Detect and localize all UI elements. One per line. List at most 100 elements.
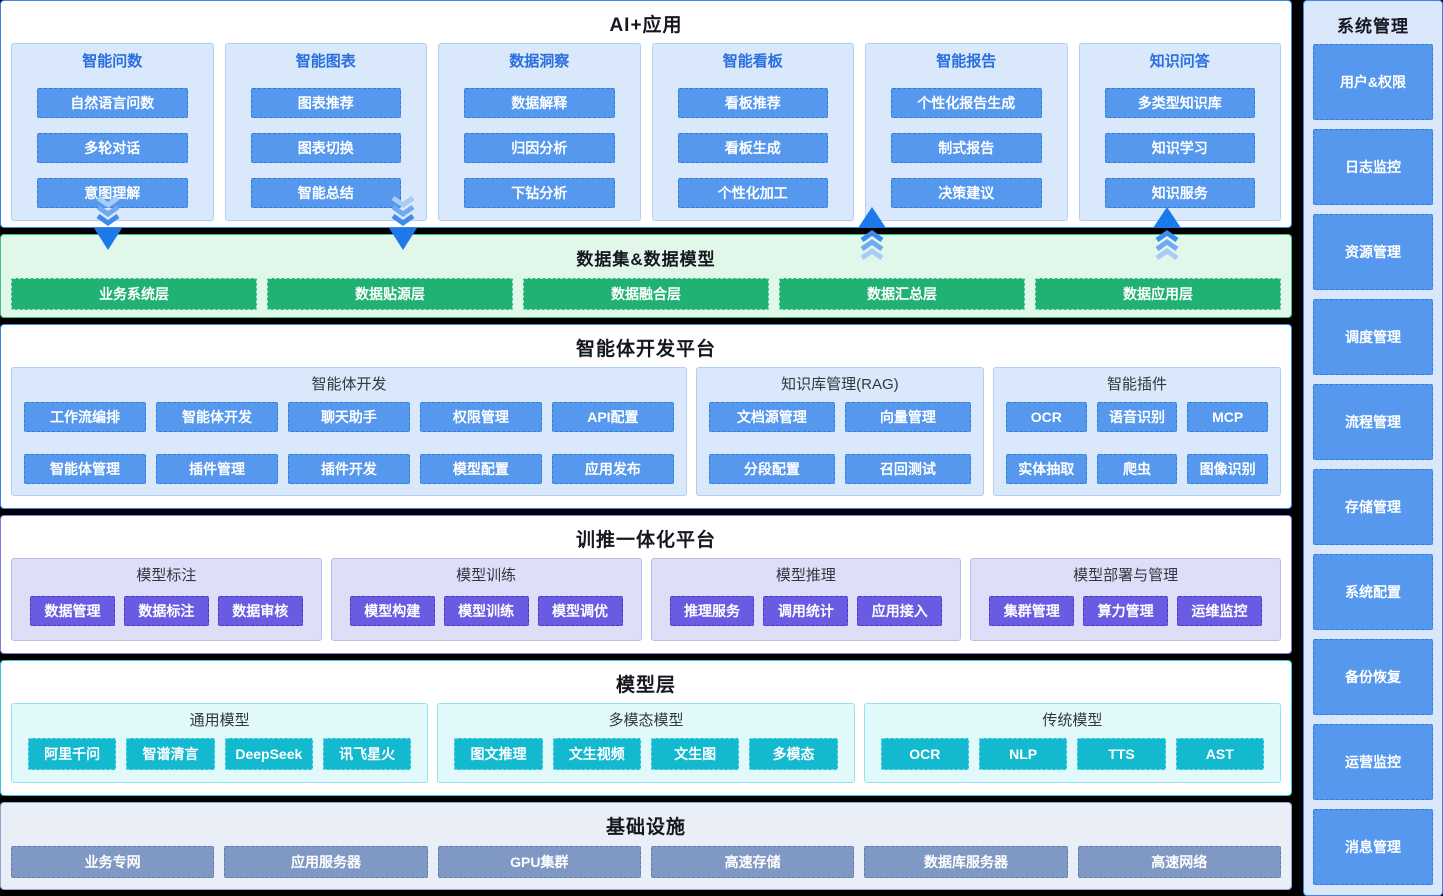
layer-training-platform: 训推一体化平台 模型标注数据管理数据标注数据审核模型训练模型构建模型训练模型调优… (0, 515, 1292, 655)
agent-feature-item: 语音识别 (1096, 402, 1178, 433)
agent-feature-item: 智能体开发 (155, 402, 278, 433)
agent-feature-item: 实体抽取 (1005, 454, 1087, 485)
training-feature-item: 调用统计 (763, 596, 849, 627)
agent-feature-item: MCP (1187, 402, 1268, 433)
layer-title-model-layer: 模型层 (615, 675, 676, 697)
agent-feature-item: 聊天助手 (287, 402, 410, 433)
system-mgmt-item: 资源管理 (1313, 214, 1433, 290)
model-item: TTS (1077, 738, 1166, 771)
ai-app-column: 数据洞察数据解释归因分析下钻分析 (438, 43, 641, 221)
section-title: 模型标注 (136, 567, 197, 585)
model-item: OCR (880, 738, 969, 771)
training-section: 模型标注数据管理数据标注数据审核 (11, 558, 322, 642)
section-items: 数据管理数据标注数据审核 (24, 593, 309, 629)
section-items: 集群管理算力管理运维监控 (983, 593, 1268, 629)
system-mgmt-item: 流程管理 (1313, 384, 1433, 460)
ai-app-column: 智能问数自然语言问数多轮对话意图理解 (11, 43, 214, 221)
layer-ai-apps: AI+应用 智能问数自然语言问数多轮对话意图理解智能图表图表推荐图表切换智能总结… (0, 0, 1292, 228)
ai-feature-item: 看板生成 (677, 133, 828, 163)
section-grid: 文档源管理向量管理分段配置召回测试 (708, 402, 971, 485)
section-title: 智能体开发 (311, 376, 387, 394)
model-section: 传统模型 OCR NLP TTS AST (863, 703, 1281, 783)
model-item: AST (1175, 738, 1264, 771)
ai-app-column: 智能看板看板推荐看板生成个性化加工 (651, 43, 854, 221)
infrastructure-item: 数据库服务器 (864, 845, 1068, 878)
ai-app-column: 智能图表图表推荐图表切换智能总结 (224, 43, 427, 221)
sidebar-title: 系统管理 (1337, 17, 1409, 36)
ai-column-title: 智能报告 (936, 53, 997, 70)
agent-section: 知识库管理(RAG) 文档源管理向量管理分段配置召回测试 (695, 367, 984, 497)
layer-title-data-model: 数据集&数据模型 (576, 250, 716, 269)
system-mgmt-item: 系统配置 (1313, 554, 1433, 630)
ai-feature-item: 图表切换 (250, 133, 401, 163)
infrastructure-item: 高速存储 (650, 845, 855, 878)
agent-feature-item: 模型配置 (419, 454, 542, 485)
training-feature-item: 模型训练 (443, 596, 529, 627)
training-feature-item: 集群管理 (989, 596, 1075, 627)
system-mgmt-item: 日志监控 (1313, 129, 1433, 205)
infrastructure-item: GPU集群 (437, 845, 641, 878)
training-section: 模型训练模型构建模型训练模型调优 (330, 558, 642, 642)
system-mgmt-item: 运营监控 (1313, 724, 1433, 800)
agent-feature-item: 插件开发 (287, 454, 410, 485)
layer-title-infrastructure: 基础设施 (605, 816, 686, 838)
section-title: 模型训练 (456, 567, 517, 585)
model-item: 讯飞星火 (322, 738, 412, 771)
ai-feature-item: 归因分析 (464, 133, 615, 163)
training-feature-item: 推理服务 (669, 596, 755, 627)
data-model-items: 业务系统层数据贴源层数据融合层数据汇总层数据应用层 (1, 278, 1291, 310)
section-title: 知识库管理(RAG) (781, 376, 899, 394)
training-feature-item: 数据审核 (217, 596, 303, 627)
ai-feature-item: 知识学习 (1104, 133, 1255, 163)
layer-data-model: 数据集&数据模型 业务系统层数据贴源层数据融合层数据汇总层数据应用层 (0, 234, 1292, 319)
ai-feature-item: 自然语言问数 (37, 88, 188, 118)
ai-feature-item: 下钻分析 (464, 178, 615, 208)
training-section: 模型推理推理服务调用统计应用接入 (650, 558, 962, 642)
ai-column-title: 智能问数 (82, 53, 143, 70)
data-layer-item: 数据融合层 (523, 278, 769, 310)
training-section: 模型部署与管理集群管理算力管理运维监控 (970, 558, 1281, 642)
ai-apps-columns: 智能问数自然语言问数多轮对话意图理解智能图表图表推荐图表切换智能总结数据洞察数据… (1, 43, 1291, 221)
ai-feature-item: 看板推荐 (677, 88, 828, 118)
ai-feature-item: 智能总结 (250, 178, 401, 208)
layer-title-ai-apps: AI+应用 (609, 15, 683, 36)
section-items: 模型构建模型训练模型调优 (344, 593, 629, 629)
model-item: 文生视频 (552, 738, 641, 771)
agent-feature-item: 权限管理 (419, 402, 542, 433)
agent-feature-item: 文档源管理 (708, 402, 835, 433)
section-items: 图文推理文生视频文生图多模态 (450, 738, 841, 771)
training-feature-item: 数据管理 (30, 596, 115, 627)
data-layer-item: 数据贴源层 (267, 278, 513, 310)
layer-title-training-platform: 训推一体化平台 (575, 530, 716, 552)
system-mgmt-item: 存储管理 (1313, 469, 1433, 545)
ai-feature-item: 制式报告 (891, 133, 1042, 163)
infrastructure-item: 应用服务器 (224, 845, 428, 878)
agent-feature-item: 应用发布 (551, 454, 674, 485)
main-column: AI+应用 智能问数自然语言问数多轮对话意图理解智能图表图表推荐图表切换智能总结… (0, 0, 1292, 890)
section-title: 传统模型 (1042, 712, 1103, 730)
agent-feature-item: 工作流编排 (24, 402, 146, 433)
model-item: 智谱清言 (126, 738, 215, 771)
data-layer-item: 数据汇总层 (779, 278, 1025, 310)
model-item: NLP (978, 738, 1068, 771)
agent-feature-item: 图像识别 (1187, 454, 1268, 485)
model-item: 文生图 (650, 738, 740, 771)
ai-feature-item: 多轮对话 (37, 133, 188, 163)
section-title: 多模态模型 (608, 712, 684, 730)
ai-feature-item: 知识服务 (1104, 178, 1255, 208)
infrastructure-item: 高速网络 (1077, 845, 1281, 878)
system-mgmt-items: 用户&权限日志监控资源管理调度管理流程管理存储管理系统配置备份恢复运营监控消息管… (1313, 41, 1433, 895)
training-feature-item: 算力管理 (1083, 596, 1169, 627)
section-items: OCR NLP TTS AST (877, 738, 1268, 771)
agent-feature-item: 分段配置 (708, 454, 835, 485)
agent-feature-item: API配置 (551, 402, 674, 433)
